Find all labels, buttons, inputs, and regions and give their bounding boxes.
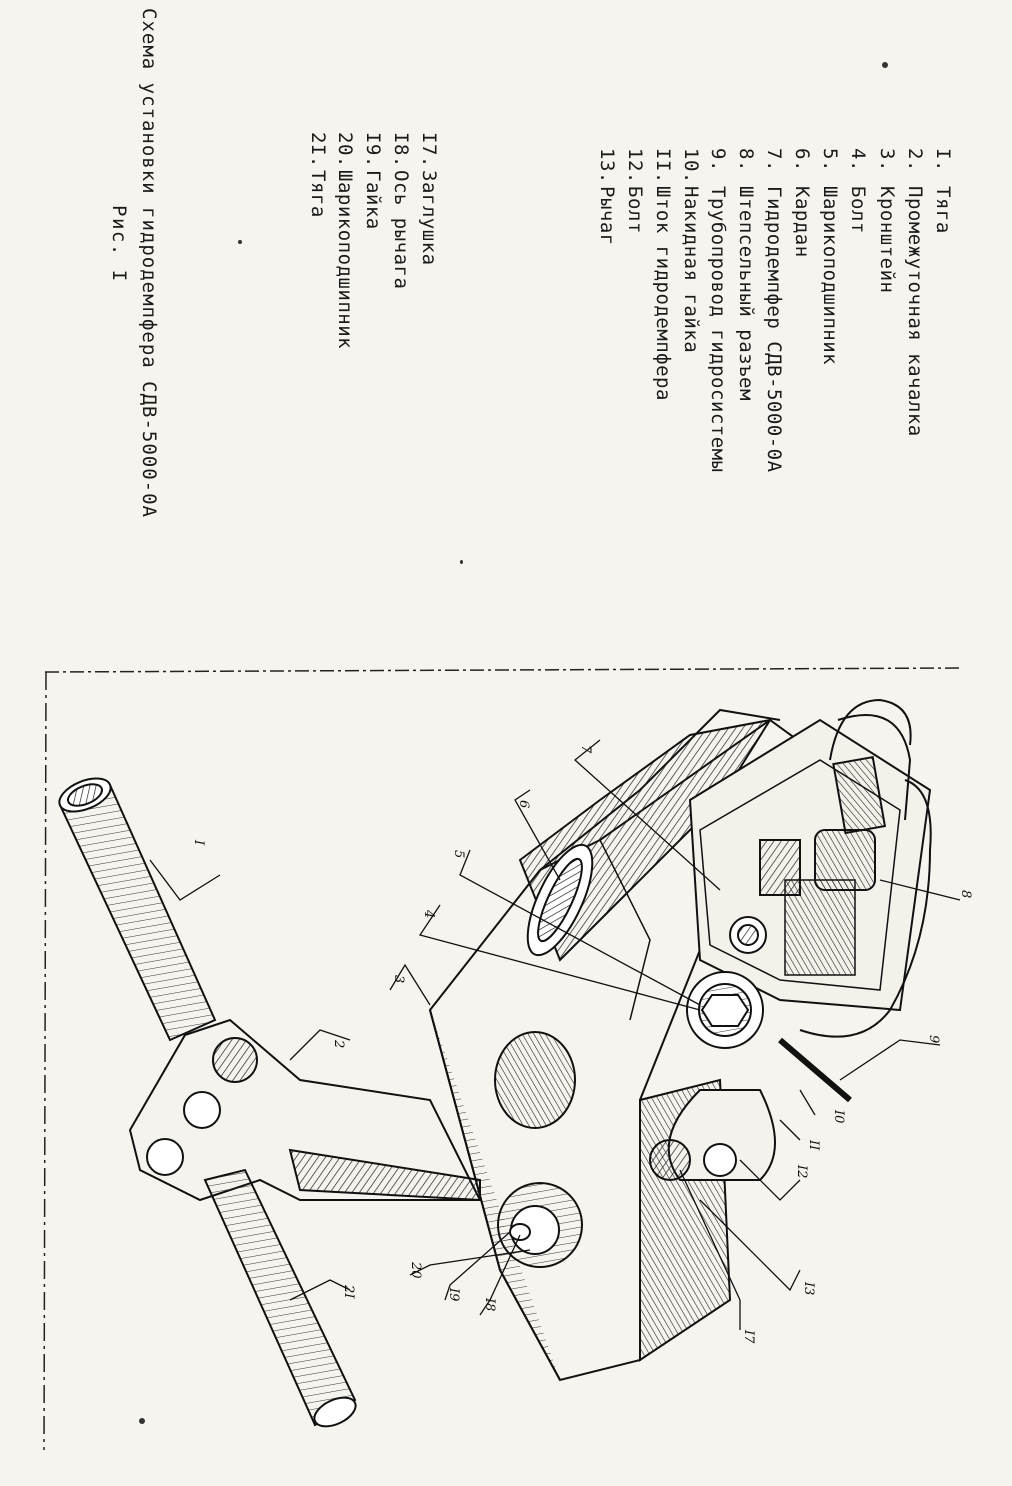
scan-speck	[139, 1418, 145, 1424]
legend-item: 6. Кардан	[791, 148, 813, 258]
legend-number: I8.	[390, 132, 412, 168]
legend-number: I9.	[362, 132, 384, 168]
legend-text: Кардан	[791, 186, 813, 258]
rod-1	[58, 777, 217, 1042]
legend-number: 20.	[334, 132, 356, 168]
scan-speck	[460, 560, 463, 564]
bolt-bearing	[686, 971, 764, 1049]
leader-lines	[149, 739, 961, 1330]
legend-item: 10.Накидная гайка	[680, 148, 702, 354]
intermediate-rocker	[128, 1018, 482, 1202]
legend-item: I9.Гайка	[362, 132, 384, 230]
legend-item: II.Шток гидродемпфера	[652, 148, 674, 401]
legend-item: 3. Кронштейн	[876, 148, 898, 294]
callout-17: I7	[741, 1329, 756, 1344]
cardan	[526, 843, 594, 957]
legend-text: Шарикоподшипник	[334, 170, 356, 350]
callout-2: 2	[331, 1039, 346, 1048]
legend-number: 7.	[763, 148, 785, 172]
callout-9: 9	[926, 1035, 941, 1043]
legend-text: Рычаг	[596, 186, 618, 246]
scan-speck	[238, 240, 242, 244]
legend-number: 2I.	[307, 132, 329, 168]
legend-number: 2.	[904, 148, 926, 172]
legend-number: 6.	[791, 148, 813, 172]
callout-11: II	[806, 1139, 821, 1151]
callout-12: I2	[794, 1164, 809, 1178]
callout-10: I0	[831, 1109, 846, 1123]
legend-text: Накидная гайка	[680, 186, 702, 354]
legend-text: Гайка	[362, 170, 384, 230]
legend-text: Шток гидродемпфера	[652, 186, 674, 401]
legend-text: Промежуточная качалка	[904, 186, 926, 437]
legend-number: I7.	[418, 132, 440, 168]
legend-number: 8.	[735, 148, 757, 172]
legend-item: 9. Трубопровод гидросистемы	[707, 148, 729, 473]
rod-21	[203, 1168, 357, 1428]
legend-number: II.	[652, 148, 674, 184]
legend-text: Тяга	[932, 186, 954, 234]
legend-text: Болт	[847, 186, 869, 234]
frame-border	[43, 667, 961, 1451]
callout-4: 4	[421, 909, 436, 918]
bracket-opening	[494, 1031, 576, 1129]
callout-5: 5	[451, 850, 466, 858]
legend-item: 20.Шарикоподшипник	[334, 132, 356, 350]
legend-item: I7.Заглушка	[418, 132, 440, 266]
callout-20: 20	[408, 1261, 423, 1279]
legend-number: 12.	[624, 148, 646, 184]
callout-18: I8	[482, 1297, 497, 1311]
callout-numbers: I 2 3 4 5 6 7 8 9 I0 II I2 I3 I7 I8 I9 2…	[191, 745, 973, 1344]
bearing-nut-assembly	[497, 1182, 583, 1268]
callout-13: I3	[801, 1281, 816, 1295]
legend-item: 5. Шарикоподшипник	[819, 148, 841, 366]
scan-speck	[882, 62, 888, 68]
legend-item: 4. Болт	[847, 148, 869, 234]
legend-text: Заглушка	[418, 170, 440, 266]
legend-text: Гидродемпфер СДВ-5000-0А	[763, 186, 785, 473]
legend-number: I.	[932, 148, 954, 172]
legend-number: 9.	[707, 148, 729, 172]
legend-number: 5.	[819, 148, 841, 172]
plug-connector	[759, 755, 887, 896]
legend-text: Болт	[624, 186, 646, 234]
legend-text: Кронштейн	[876, 186, 898, 294]
legend-item: I. Тяга	[932, 148, 954, 234]
legend-item: I8.Ось рычага	[390, 132, 412, 290]
callout-21: 2I	[341, 1284, 356, 1299]
hydraulic-pipe	[778, 698, 932, 1103]
legend-number: 3.	[876, 148, 898, 172]
legend-item: 12.Болт	[624, 148, 646, 234]
legend-text: Шарикоподшипник	[819, 186, 841, 366]
callout-3: 3	[391, 975, 406, 983]
legend-item: 13.Рычаг	[596, 148, 618, 246]
legend-number: 10.	[680, 148, 702, 184]
callout-7: 7	[578, 745, 593, 754]
legend-text: Ось рычага	[390, 170, 412, 290]
callout-19: I9	[446, 1287, 461, 1301]
legend-text: Штепсельный разъем	[735, 186, 757, 401]
callout-8: 8	[958, 890, 973, 898]
callout-6: 6	[516, 800, 531, 808]
legend-text: Трубопровод гидросистемы	[707, 186, 729, 473]
legend-number: 13.	[596, 148, 618, 184]
legend-item: 2I.Тяга	[307, 132, 329, 218]
callout-1: I	[191, 839, 206, 846]
legend-item: 8. Штепсельный разъем	[735, 148, 757, 401]
legend-item: 2. Промежуточная качалка	[904, 148, 926, 437]
legend-text: Тяга	[307, 170, 329, 218]
legend-number: 4.	[847, 148, 869, 172]
legend-item: 7. Гидродемпфер СДВ-5000-0А	[763, 148, 785, 473]
